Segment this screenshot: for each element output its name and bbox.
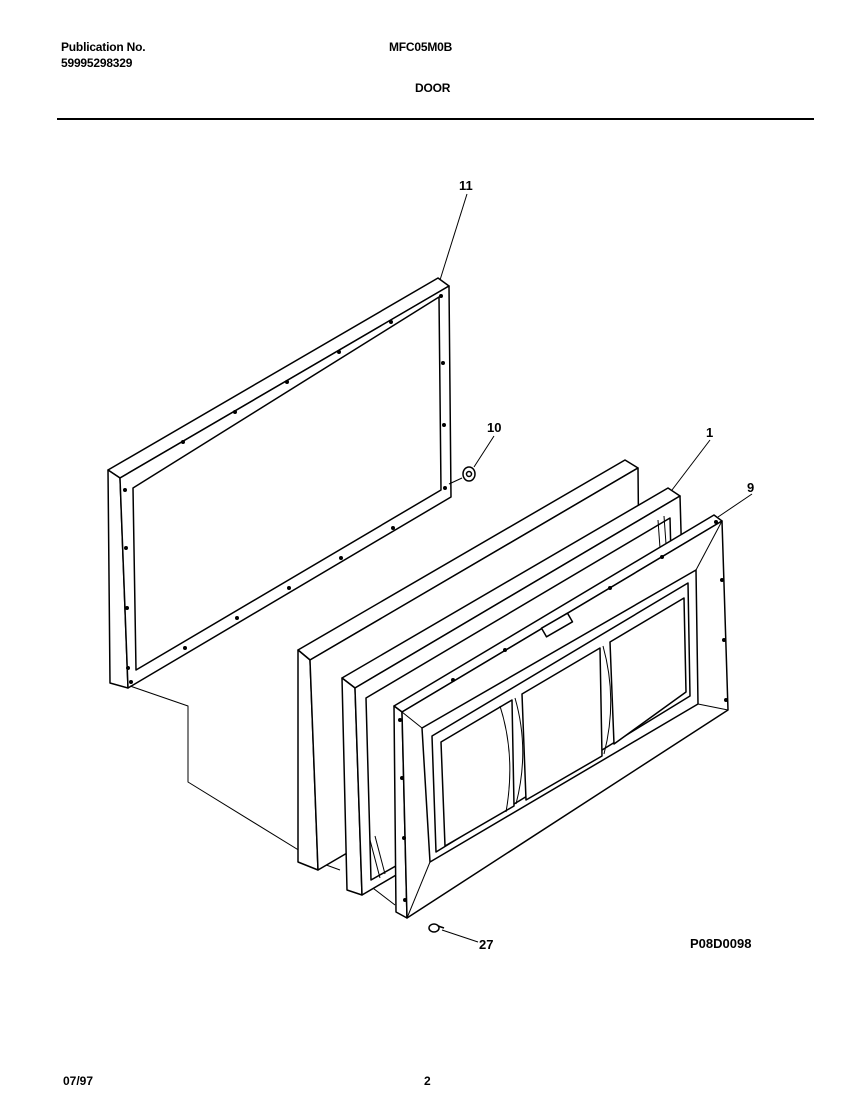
part-10-plug <box>462 466 476 482</box>
drawing-id: P08D0098 <box>690 936 751 951</box>
publication-number: 59995298329 <box>61 56 133 70</box>
model-number: MFC05M0B <box>389 40 453 54</box>
callout-9: 9 <box>747 480 754 495</box>
leader-27 <box>441 929 479 943</box>
footer-date: 07/97 <box>63 1074 94 1088</box>
part-9-inner-liner <box>393 514 729 919</box>
publication-label: Publication No. <box>61 40 146 54</box>
part-27-screw <box>428 923 445 933</box>
part-11-door-panel <box>107 277 452 689</box>
callout-11: 11 <box>459 178 473 193</box>
leader-1 <box>671 439 711 491</box>
section-title: DOOR <box>415 81 451 95</box>
header-divider <box>57 118 814 120</box>
leader-10 <box>473 435 495 468</box>
callout-1: 1 <box>706 425 713 440</box>
leader-11 <box>439 193 468 281</box>
leader-9 <box>717 493 753 518</box>
footer-page-number: 2 <box>424 1074 431 1088</box>
callout-10: 10 <box>487 420 501 435</box>
callout-27: 27 <box>479 937 493 952</box>
